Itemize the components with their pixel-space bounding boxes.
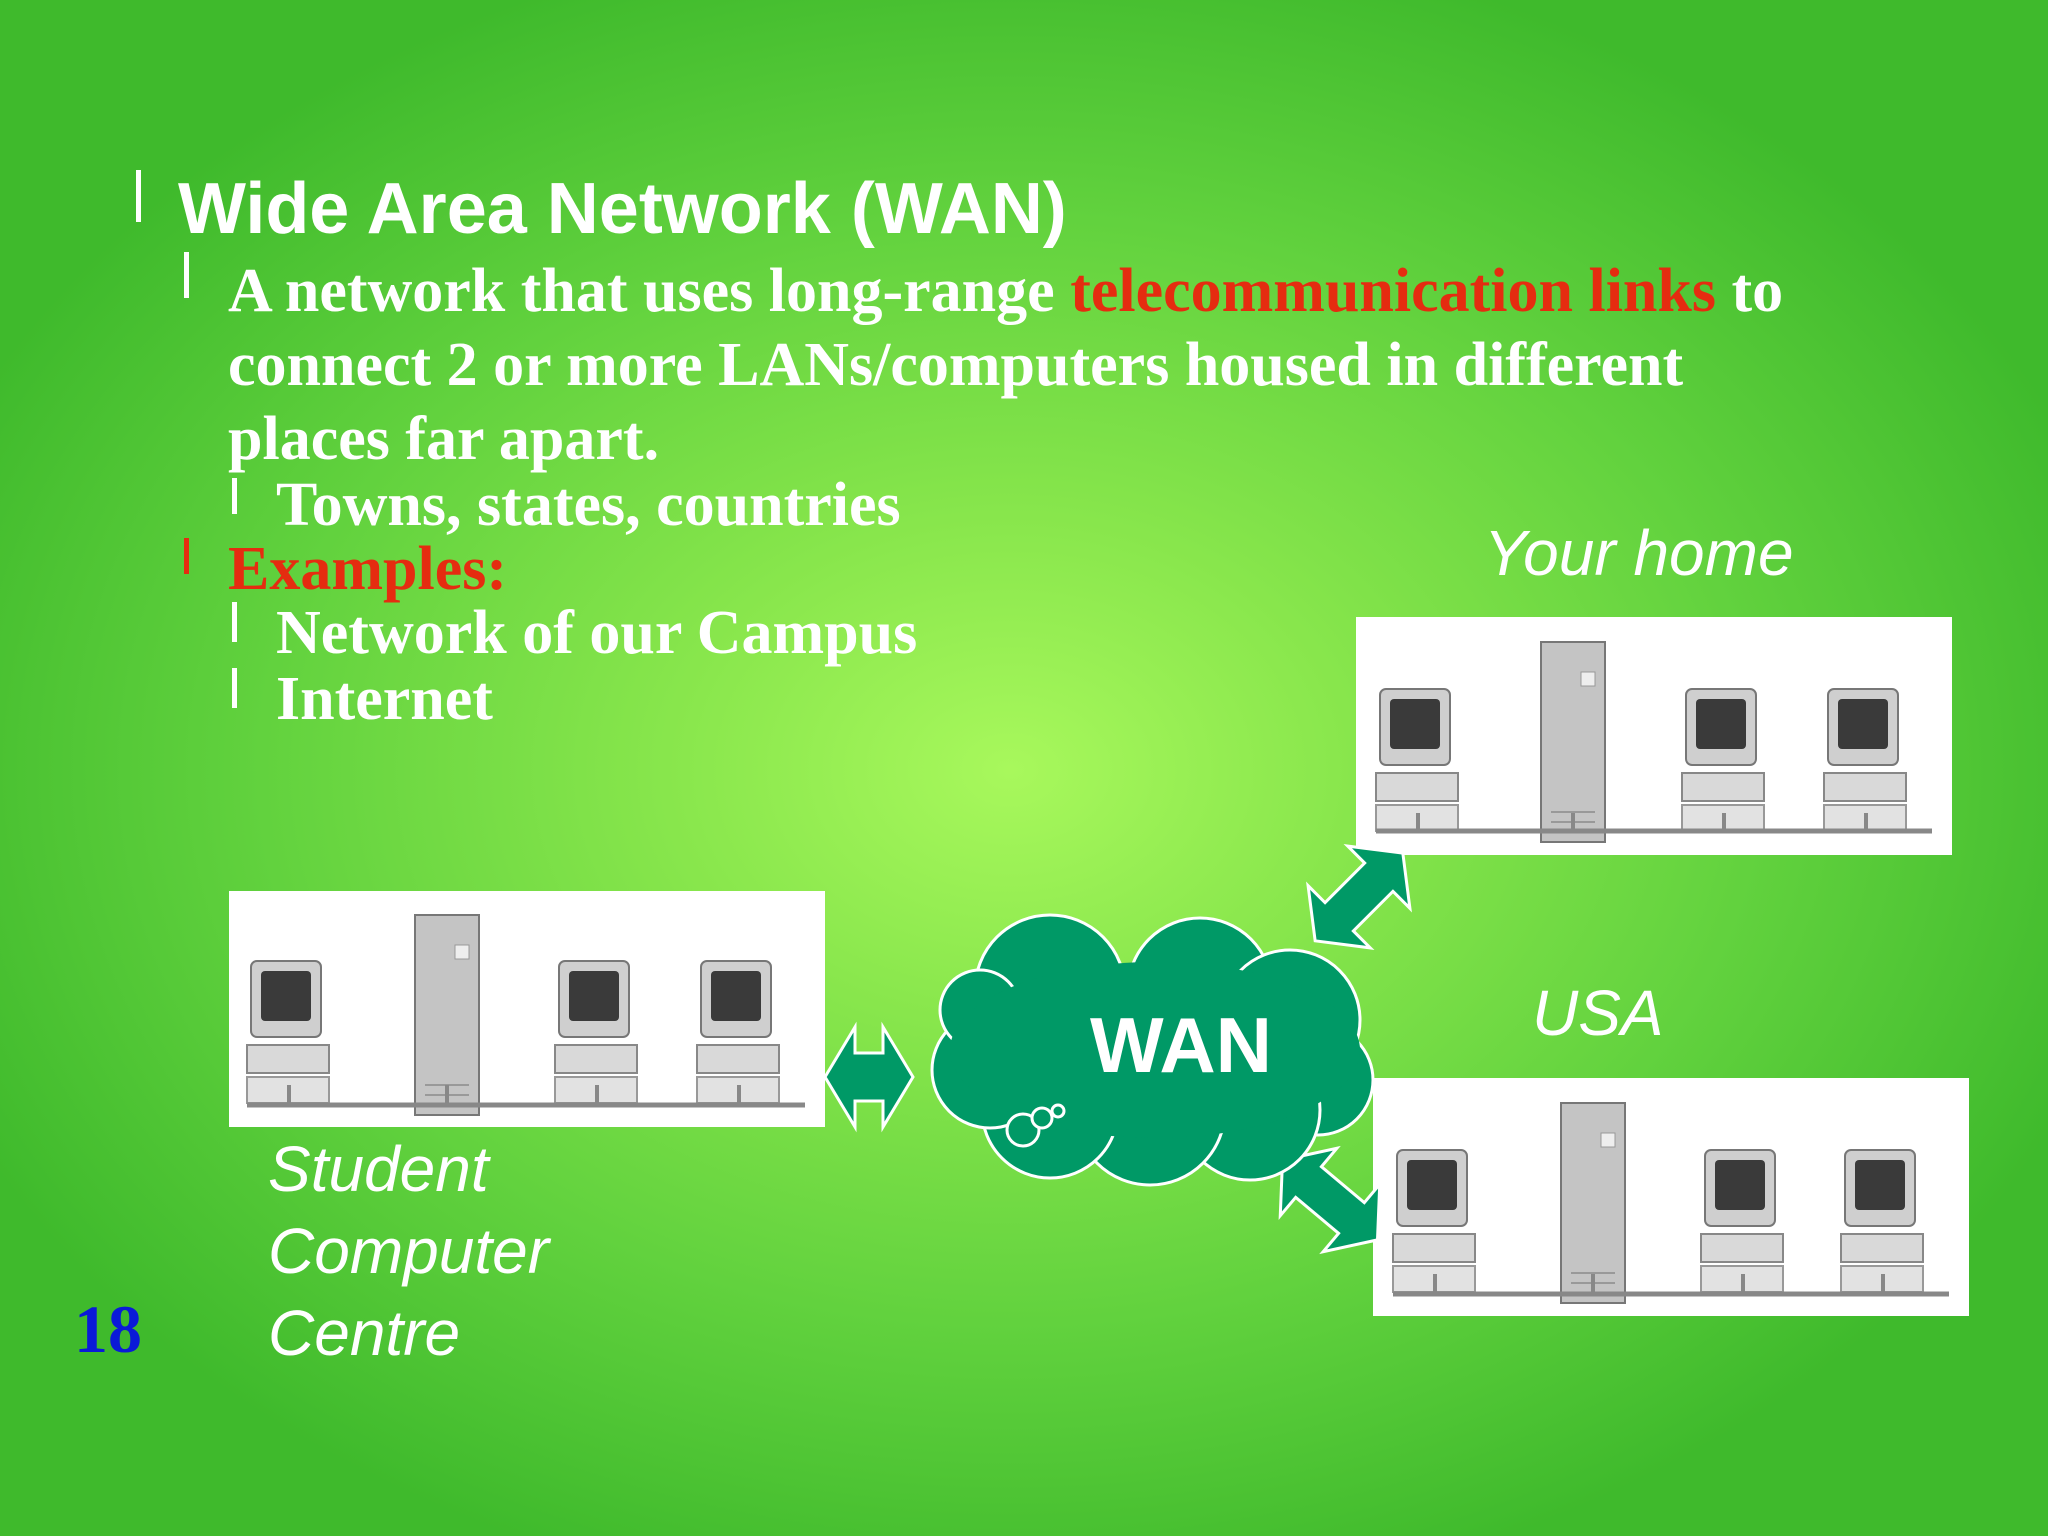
lan-usa-pc-1 (1392, 1149, 1476, 1293)
site-label-usa: USA (1532, 977, 1664, 1049)
definition-highlight: telecommunication links (1070, 257, 1717, 325)
wan-cloud-label: WAN (1090, 1001, 1272, 1089)
examples-label: Examples: (228, 535, 507, 603)
site-label-scc: Student Computer Centre (268, 1128, 549, 1374)
site-label-scc-line-3: Centre (268, 1297, 461, 1369)
link-arrow-scc (823, 1021, 915, 1133)
example-2-bullet (232, 668, 237, 708)
definition-bullet (184, 252, 189, 298)
lan-home (1356, 617, 1952, 855)
definition-line-1: A network that uses long-range telecommu… (228, 254, 1783, 328)
definition-text-start: A network that uses long-range (228, 257, 1071, 325)
slide-title: Wide Area Network (WAN) (178, 169, 1067, 249)
lan-student-computer-centre (229, 891, 825, 1127)
sub-point-text: Towns, states, countries (276, 471, 901, 539)
slide-page-number: 18 (74, 1291, 142, 1367)
definition-line-2: connect 2 or more LANs/computers housed … (228, 331, 1684, 399)
cloud-bubble-1 (1005, 1112, 1041, 1148)
definition-line-3: places far apart. (228, 405, 660, 473)
lan-usa-server (1560, 1102, 1626, 1304)
lan-home-server (1540, 641, 1606, 843)
lan-scc-pc-2 (554, 960, 638, 1104)
example-1-bullet (232, 602, 237, 642)
cloud-bubble-3 (1050, 1103, 1066, 1119)
site-label-home: Your home (1484, 517, 1794, 589)
link-arrow-home (1306, 844, 1412, 950)
example-1-text: Network of our Campus (276, 599, 918, 667)
lan-usa (1373, 1078, 1969, 1316)
lan-usa-pc-3 (1840, 1149, 1924, 1293)
title-bullet (136, 170, 141, 222)
site-label-scc-line-1: Student (268, 1133, 489, 1205)
lan-home-illustration (1375, 641, 1932, 843)
examples-bullet (184, 538, 189, 574)
link-arrow-usa (1278, 1145, 1382, 1255)
site-label-scc-line-2: Computer (268, 1215, 549, 1287)
definition-text-end: to (1716, 257, 1784, 325)
lan-scc-server (414, 914, 480, 1116)
lan-usa-illustration (1392, 1102, 1949, 1304)
lan-scc-illustration (246, 914, 805, 1116)
sub-point-bullet (232, 478, 237, 514)
cloud-bubble-2 (1030, 1106, 1054, 1130)
lan-scc-pc-3 (696, 960, 780, 1104)
lan-home-pc-3 (1823, 688, 1907, 832)
example-2-text: Internet (276, 665, 493, 733)
